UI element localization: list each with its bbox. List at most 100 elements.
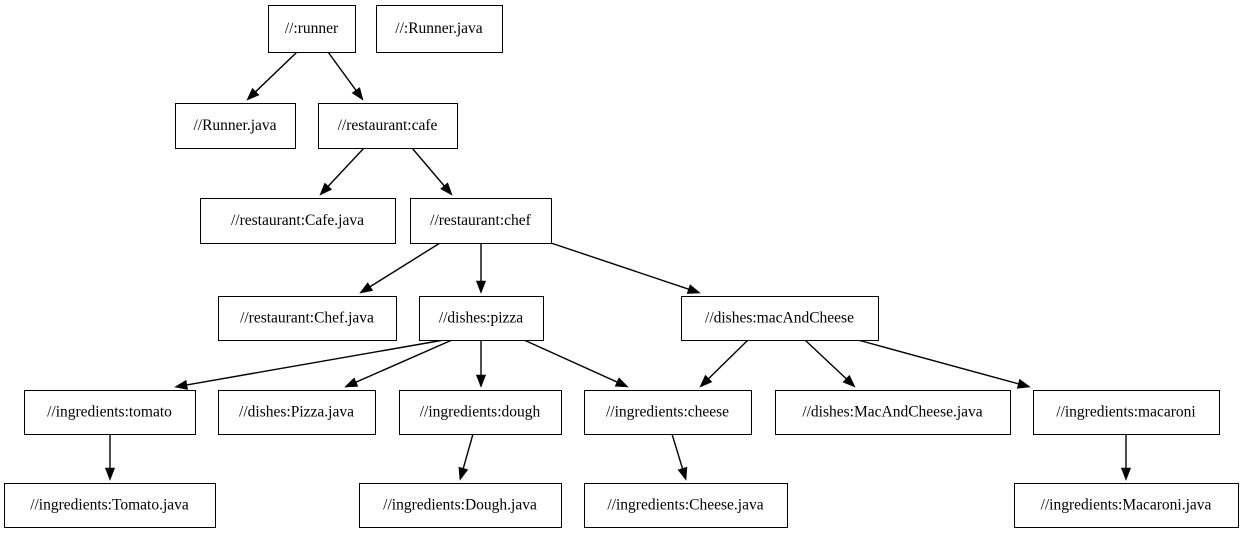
- graph-node-dishes_pizza_java[interactable]: //dishes:Pizza.java: [217, 389, 377, 436]
- graph-edge: [327, 51, 364, 101]
- node-box[interactable]: [199, 197, 397, 245]
- edge-line: [671, 433, 684, 469]
- node-box[interactable]: [217, 389, 377, 436]
- arrowhead-icon: [475, 280, 487, 294]
- graph-node-ing_cheese[interactable]: //ingredients:cheese: [583, 389, 753, 436]
- arrowhead-icon: [246, 87, 260, 101]
- arrowhead-icon: [1120, 467, 1132, 481]
- graph-edge: [344, 339, 453, 388]
- edge-line: [186, 339, 445, 386]
- graph-node-restaurant_cafe[interactable]: //restaurant:cafe: [317, 102, 459, 150]
- graph-node-restaurant_chef[interactable]: //restaurant:chef: [409, 197, 553, 245]
- graph-edge: [699, 339, 749, 388]
- graph-node-runner[interactable]: //:runner: [267, 4, 357, 54]
- graph-edge: [550, 242, 701, 294]
- node-box[interactable]: [3, 482, 217, 529]
- arrowhead-icon: [1016, 378, 1031, 389]
- edge-line: [462, 433, 474, 469]
- edge-line: [355, 339, 453, 383]
- graph-edge: [804, 339, 856, 388]
- edges-layer: [104, 51, 1132, 481]
- graph-node-dishes_macandcheese[interactable]: //dishes:macAndCheese: [680, 295, 880, 342]
- node-label: //:Runner.java: [395, 20, 483, 37]
- node-box[interactable]: [398, 389, 563, 436]
- graph-edge: [671, 433, 688, 481]
- edge-line: [327, 51, 357, 91]
- edge-line: [327, 147, 365, 187]
- edge-line: [369, 242, 441, 288]
- node-box[interactable]: [267, 4, 357, 54]
- node-label: //dishes:Pizza.java: [239, 404, 354, 421]
- node-box[interactable]: [317, 102, 459, 150]
- graph-edge: [475, 243, 487, 294]
- node-box[interactable]: [1032, 389, 1221, 436]
- node-box[interactable]: [358, 482, 563, 529]
- arrowhead-icon: [359, 282, 374, 294]
- node-label: //ingredients:Dough.java: [383, 497, 537, 514]
- edge-line: [708, 339, 749, 380]
- graph-node-ing_macaroni[interactable]: //ingredients:macaroni: [1032, 389, 1221, 436]
- graph-node-restaurant_cafe_java[interactable]: //restaurant:Cafe.java: [199, 197, 397, 245]
- node-box[interactable]: [174, 102, 297, 150]
- node-box[interactable]: [418, 295, 545, 342]
- graph-edge: [523, 339, 629, 388]
- node-box[interactable]: [583, 482, 789, 529]
- arrowhead-icon: [344, 377, 359, 388]
- node-box[interactable]: [23, 389, 197, 436]
- node-box[interactable]: [375, 4, 504, 54]
- arrowhead-icon: [351, 87, 364, 101]
- graph-node-restaurant_chef_java[interactable]: //restaurant:Chef.java: [217, 295, 398, 342]
- graph-edge: [104, 434, 116, 481]
- graph-edge: [458, 433, 474, 481]
- graph-node-dishes_macandcheese_java[interactable]: //dishes:MacAndCheese.java: [774, 389, 1012, 436]
- node-box[interactable]: [774, 389, 1012, 436]
- arrowhead-icon: [440, 182, 453, 196]
- graph-edge: [359, 242, 441, 294]
- graph-node-ing_dough_java[interactable]: //ingredients:Dough.java: [358, 482, 563, 529]
- node-label: //ingredients:Tomato.java: [30, 497, 189, 514]
- node-box[interactable]: [680, 295, 880, 342]
- arrowhead-icon: [686, 284, 701, 294]
- node-box[interactable]: [217, 295, 398, 342]
- node-label: //dishes:macAndCheese: [705, 310, 854, 327]
- graph-node-ing_cheese_java[interactable]: //ingredients:Cheese.java: [583, 482, 789, 529]
- node-label: //ingredients:macaroni: [1056, 404, 1196, 421]
- edge-line: [411, 147, 445, 187]
- graph-edge: [246, 51, 298, 101]
- graph-node-ing_tomato_java[interactable]: //ingredients:Tomato.java: [3, 482, 217, 529]
- edge-line: [523, 339, 618, 383]
- graph-node-ing_dough[interactable]: //ingredients:dough: [398, 389, 563, 436]
- graph-edge: [857, 339, 1031, 389]
- node-label: //restaurant:cafe: [338, 117, 438, 134]
- node-label: //ingredients:tomato: [47, 404, 172, 421]
- node-label: //restaurant:chef: [430, 212, 532, 229]
- arrowhead-icon: [677, 466, 688, 481]
- edge-line: [804, 339, 847, 380]
- node-box[interactable]: [1013, 482, 1240, 529]
- node-label: //Runner.java: [193, 117, 276, 134]
- graph-edge: [319, 147, 365, 196]
- graph-edge: [174, 339, 445, 390]
- node-label: //:runner: [285, 20, 339, 37]
- node-box[interactable]: [409, 197, 553, 245]
- edge-line: [550, 242, 689, 290]
- graph-node-ing_macaroni_java[interactable]: //ingredients:Macaroni.java: [1013, 482, 1240, 529]
- node-label: //ingredients:dough: [420, 404, 541, 421]
- arrowhead-icon: [319, 182, 333, 196]
- node-label: //ingredients:Macaroni.java: [1041, 497, 1212, 514]
- graph-node-runner_java_root[interactable]: //:Runner.java: [375, 4, 504, 54]
- arrowhead-icon: [842, 374, 856, 388]
- arrowhead-icon: [174, 379, 188, 390]
- edge-line: [857, 339, 1019, 385]
- edge-line: [255, 51, 298, 93]
- graph-node-dishes_pizza[interactable]: //dishes:pizza: [418, 295, 545, 342]
- node-label: //restaurant:Cafe.java: [231, 212, 364, 229]
- node-label: //dishes:pizza: [439, 310, 523, 327]
- node-label: //ingredients:cheese: [606, 404, 729, 421]
- graph-edge: [1120, 434, 1132, 481]
- graph-node-ing_tomato[interactable]: //ingredients:tomato: [23, 389, 197, 436]
- graph-node-runner_java[interactable]: //Runner.java: [174, 102, 297, 150]
- node-box[interactable]: [583, 389, 753, 436]
